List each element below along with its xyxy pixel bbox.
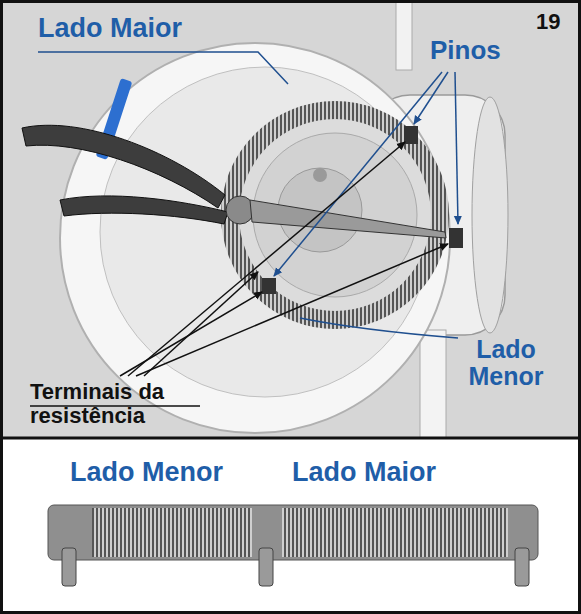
leader-line xyxy=(38,52,288,84)
leader-line xyxy=(274,72,442,276)
pliers-jaw xyxy=(250,200,446,238)
resistance-strip xyxy=(48,505,538,560)
leader-line xyxy=(136,244,448,376)
bottom-panel xyxy=(0,438,581,614)
wall xyxy=(0,0,581,438)
divider xyxy=(0,437,581,440)
terminal xyxy=(404,126,418,144)
pipe xyxy=(420,330,446,438)
part-label: Pinos xyxy=(430,36,540,64)
part-label: Lado Maior xyxy=(38,14,278,43)
leader-line xyxy=(414,72,448,124)
part-label: Lado Maior xyxy=(292,458,512,487)
leader-line xyxy=(144,272,258,376)
leader-line xyxy=(128,142,405,376)
leader-line xyxy=(300,318,458,338)
terminal xyxy=(449,228,463,248)
leader-line xyxy=(455,72,458,224)
pliers-handle xyxy=(60,196,228,224)
coil-large xyxy=(282,508,508,557)
hole xyxy=(313,168,327,182)
pipe xyxy=(396,0,412,70)
housing-ring xyxy=(60,43,450,433)
terminal xyxy=(262,278,276,294)
coil-small xyxy=(92,508,252,557)
shower-end xyxy=(472,97,508,333)
pins xyxy=(62,548,529,586)
part-label: Terminais da resistência xyxy=(30,380,230,428)
pliers-handle xyxy=(22,125,225,208)
callout-number: 19 xyxy=(536,10,576,34)
part-label: Lado Menor xyxy=(70,458,270,487)
part-label: Lado Menor xyxy=(456,336,556,390)
